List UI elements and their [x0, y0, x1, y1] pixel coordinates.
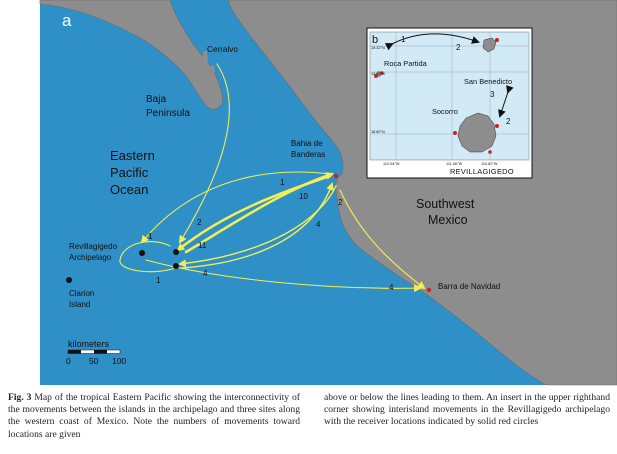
- inset-arrow-1-2: [384, 33, 480, 51]
- inset-arrow-3-2: [498, 85, 514, 118]
- label-pacific: Pacific: [110, 165, 149, 180]
- receiver-marker: [374, 74, 378, 78]
- cerralvo-island: [203, 50, 208, 66]
- inset-lat-2: 19.00°N: [371, 72, 385, 76]
- label-ocean: Ocean: [110, 182, 148, 197]
- receiver-marker: [495, 124, 499, 128]
- san-benedicto-island: [482, 37, 497, 53]
- count-bahia-upper: 1: [280, 178, 285, 187]
- caption-right-text: above or below the lines leading to them…: [324, 392, 610, 428]
- inset-lat-3: 18.80°N: [371, 130, 385, 134]
- label-peninsula: Peninsula: [146, 108, 190, 119]
- inset-lon-2: 111.06°W: [446, 162, 463, 166]
- arrow-bahia-to-revilla-lower: [178, 185, 337, 268]
- label-cerralvo: Cerralvo: [207, 45, 238, 54]
- count-to-revilla-lower: 4: [203, 269, 208, 278]
- label-island: Island: [69, 300, 90, 309]
- count-bahia-lower: 4: [316, 220, 321, 229]
- label-revillagigedo: Revillagigedo: [69, 242, 118, 251]
- socorro-island: [457, 112, 497, 153]
- inset-label-socorro: Socorro: [432, 107, 458, 116]
- count-barra: 4: [389, 283, 394, 292]
- label-southwest: Southwest: [416, 197, 475, 211]
- barra-receiver: [426, 287, 432, 293]
- label-bahia-2: Banderas: [291, 150, 325, 159]
- scale-title: kilometers: [68, 339, 110, 349]
- scale-50: 50: [89, 356, 99, 366]
- inset-count-1: 1: [401, 35, 406, 44]
- label-archipelago: Archipelago: [69, 253, 112, 262]
- figure-caption: Fig. 3 Map of the tropical Eastern Pacif…: [8, 392, 610, 452]
- receiver-marker: [495, 38, 499, 42]
- inset-count-3: 3: [490, 90, 495, 99]
- arrow-cerralvo-to-revilla: [178, 63, 230, 244]
- scale-0: 0: [66, 356, 71, 366]
- arrow-bahia-to-revilla-upper: [140, 171, 331, 244]
- caption-left-text: Map of the tropical Eastern Pacific show…: [8, 392, 300, 440]
- inset-map: b 19.32°N 19.00°N 18.80°N 112.04°W 111.0…: [366, 27, 533, 179]
- arrow-revilla-to-bahia-lower: [181, 182, 334, 269]
- clarion-island-site: [66, 277, 72, 283]
- bahia-receiver: [333, 173, 339, 179]
- inset-panel-letter: b: [372, 34, 378, 46]
- map-svg: b 19.32°N 19.00°N 18.80°N 112.04°W 111.0…: [39, 0, 617, 386]
- baja-peninsula: [39, 0, 223, 110]
- count-revilla-barra: 1: [156, 276, 161, 285]
- revillagigedo-site-1: [139, 250, 145, 256]
- baja-islet: [211, 65, 215, 73]
- receiver-marker: [488, 150, 492, 154]
- label-barra: Barra de Navidad: [438, 282, 500, 291]
- panel-letter: a: [62, 11, 72, 30]
- caption-fig-label: Fig. 3: [8, 392, 32, 403]
- arrow-revilla-to-bahia-thick: [184, 172, 334, 254]
- inset-label-benedicto: San Benedicto: [464, 77, 512, 86]
- receiver-marker: [380, 71, 384, 75]
- label-clarion: Clarion: [69, 289, 94, 298]
- scale-bar: kilometers 0 50 100: [66, 339, 126, 366]
- inset-lon-1: 112.04°W: [383, 162, 400, 166]
- map-panel: b 19.32°N 19.00°N 18.80°N 112.04°W 111.0…: [39, 0, 617, 386]
- inset-title: REVILLAGIGEDO: [450, 167, 514, 176]
- inset-label-roca: Roca Partida: [384, 59, 428, 68]
- count-bahia-thick: 10: [299, 192, 308, 201]
- inset-lat-1: 19.32°N: [371, 46, 385, 50]
- inset-count-4: 2: [506, 117, 511, 126]
- count-revilla-thick: 11: [198, 241, 207, 250]
- count-cerralvo: 2: [197, 218, 202, 227]
- label-bahia-1: Bahia de: [291, 139, 323, 148]
- receiver-marker: [453, 131, 457, 135]
- label-baja: Baja: [146, 94, 166, 105]
- revillagigedo-site-3: [173, 263, 179, 269]
- arrow-bahia-to-barra: [339, 189, 426, 290]
- label-eastern: Eastern: [110, 148, 155, 163]
- count-left-loop: 1: [148, 232, 153, 241]
- inset-lon-3: 110.82°W: [481, 162, 498, 166]
- count-coast: 2: [338, 198, 343, 207]
- inset-count-2: 2: [456, 43, 461, 52]
- revillagigedo-site-2: [173, 249, 179, 255]
- label-mexico: Mexico: [428, 213, 468, 227]
- arrow-left-loop: [119, 241, 177, 273]
- caption-left-column: Fig. 3 Map of the tropical Eastern Pacif…: [8, 392, 300, 441]
- scale-100: 100: [112, 356, 126, 366]
